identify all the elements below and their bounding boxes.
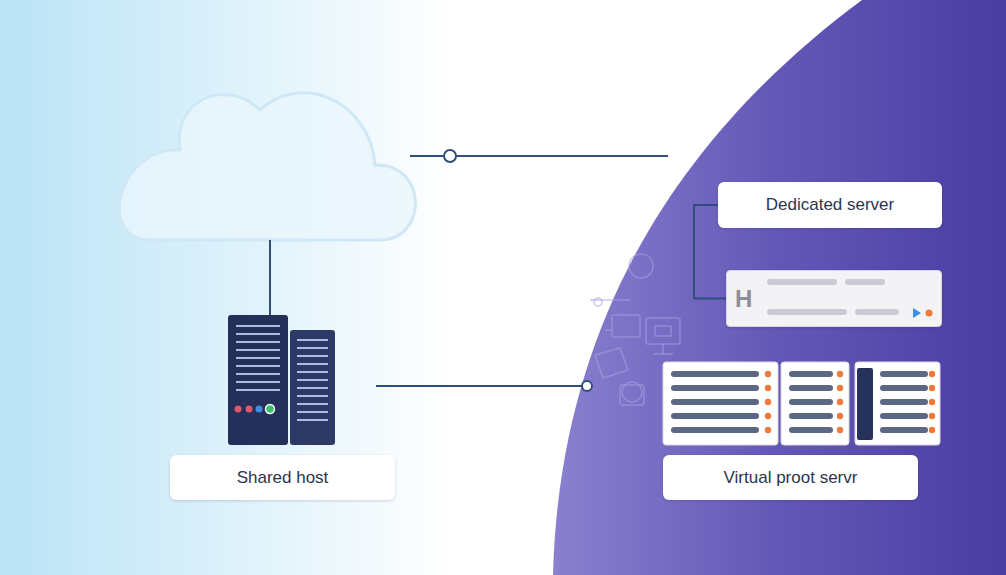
rack-panel [781, 362, 849, 445]
label-box: Virtual proot servr [663, 455, 918, 500]
cloud-link [269, 240, 271, 316]
rack-panel [663, 362, 778, 445]
label-box: Dedicated server [718, 182, 942, 228]
box-label: Shared host [237, 468, 329, 488]
cloud-link [456, 155, 668, 157]
card-initial: H [735, 285, 752, 313]
cloud-outline [119, 93, 415, 240]
play-marker [911, 307, 935, 319]
content-card: H [726, 270, 942, 327]
link-dot [582, 381, 592, 391]
placeholder-bar [845, 279, 885, 285]
placeholder-bar [855, 309, 899, 315]
box-label: Virtual proot servr [724, 468, 858, 488]
rack-side [857, 368, 873, 440]
status-led [246, 406, 253, 413]
placeholder-bar [767, 309, 847, 315]
status-led [266, 405, 275, 414]
status-led [235, 406, 242, 413]
cloud-link [410, 155, 444, 157]
rack-panel [855, 362, 940, 445]
placeholder-bar [767, 279, 837, 285]
server-tower [228, 315, 288, 445]
status-led [256, 406, 263, 413]
server-link [376, 385, 582, 387]
rack-bars [671, 371, 935, 433]
server-tower [290, 330, 335, 445]
label-box: Shared host [170, 455, 395, 500]
purple-region [553, 0, 1006, 575]
box-label: Dedicated server [766, 195, 895, 215]
server-stripes [236, 326, 328, 420]
link-dot [444, 150, 456, 162]
